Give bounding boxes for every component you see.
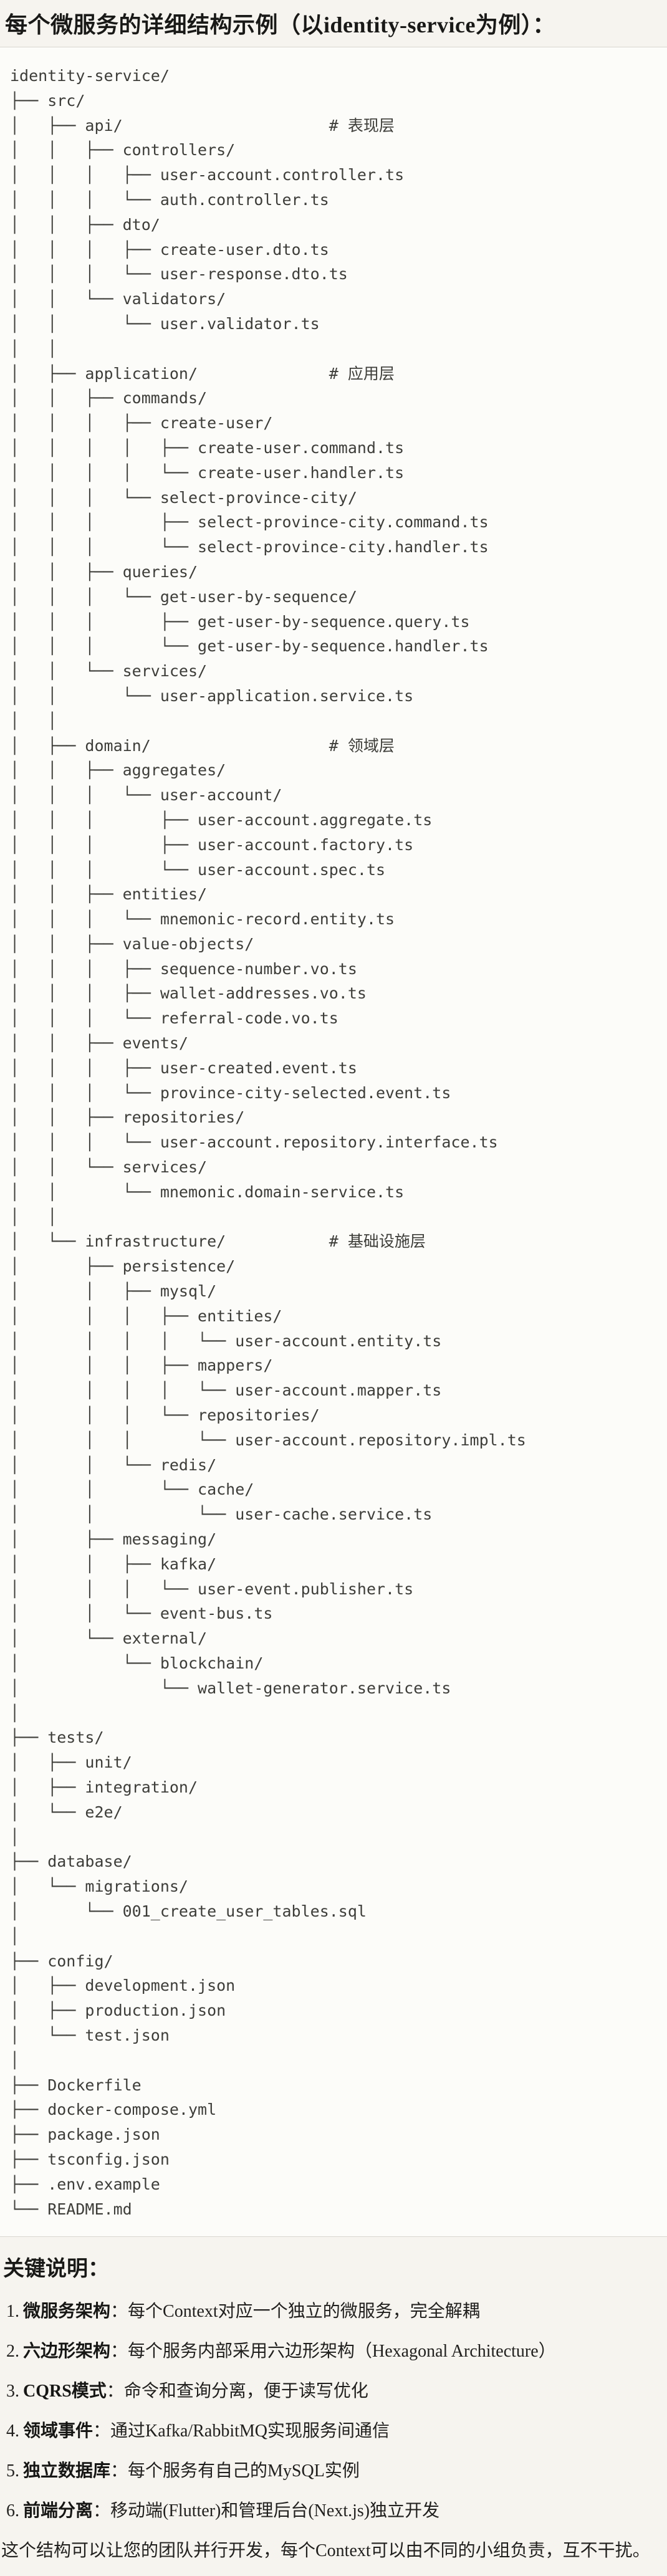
note-text: 每个服务内部采用六边形架构（Hexagonal Architecture） — [128, 2342, 556, 2362]
note-label: CQRS模式 — [23, 2382, 107, 2401]
note-number: 3. — [6, 2382, 19, 2401]
notes-section: 关键说明： 1.微服务架构：每个Context对应一个独立的微服务，完全解耦 2… — [0, 2256, 667, 2562]
note-separator: ： — [106, 2382, 124, 2401]
note-label: 领域事件 — [23, 2421, 94, 2441]
note-item-1: 1.微服务架构：每个Context对应一个独立的微服务，完全解耦 — [6, 2301, 667, 2323]
note-text: 通过Kafka/RabbitMQ实现服务间通信 — [110, 2421, 390, 2441]
page-title: 每个微服务的详细结构示例（以identity-service为例）： — [5, 12, 555, 37]
note-item-3: 3.CQRS模式：命令和查询分离，便于读写优化 — [6, 2380, 667, 2403]
code-block: identity-service/ ├── src/ │ ├── api/ # … — [0, 47, 667, 2238]
note-text: 移动端(Flutter)和管理后台(Next.js)独立开发 — [110, 2501, 440, 2521]
directory-tree: identity-service/ ├── src/ │ ├── api/ # … — [10, 67, 526, 2218]
note-item-6: 6.前端分离：移动端(Flutter)和管理后台(Next.js)独立开发 — [6, 2500, 667, 2522]
note-item-4: 4.领域事件：通过Kafka/RabbitMQ实现服务间通信 — [6, 2420, 667, 2443]
note-separator: ： — [110, 2302, 128, 2322]
note-item-5: 5.独立数据库：每个服务有自己的MySQL实例 — [6, 2460, 667, 2483]
note-separator: ： — [110, 2342, 128, 2362]
note-label: 独立数据库 — [23, 2461, 111, 2481]
note-text: 每个Context对应一个独立的微服务，完全解耦 — [128, 2302, 480, 2322]
note-number: 5. — [6, 2461, 19, 2481]
note-number: 6. — [6, 2501, 19, 2521]
note-separator: ： — [110, 2461, 128, 2481]
note-separator: ： — [93, 2501, 111, 2521]
note-separator: ： — [93, 2421, 111, 2441]
note-text: 命令和查询分离，便于读写优化 — [123, 2382, 368, 2401]
note-number: 1. — [6, 2302, 19, 2322]
closing-paragraph: 这个结构可以让您的团队并行开发，每个Context可以由不同的小组负责，互不干扰… — [1, 2541, 650, 2561]
note-text: 每个服务有自己的MySQL实例 — [128, 2461, 360, 2481]
note-item-2: 2.六边形架构：每个服务内部采用六边形架构（Hexagonal Architec… — [6, 2340, 667, 2363]
note-label: 微服务架构 — [23, 2302, 111, 2322]
note-number: 2. — [6, 2342, 19, 2362]
note-label: 前端分离 — [23, 2501, 94, 2521]
notes-heading: 关键说明： — [3, 2258, 109, 2281]
note-label: 六边形架构 — [23, 2342, 111, 2362]
note-number: 4. — [6, 2421, 19, 2441]
